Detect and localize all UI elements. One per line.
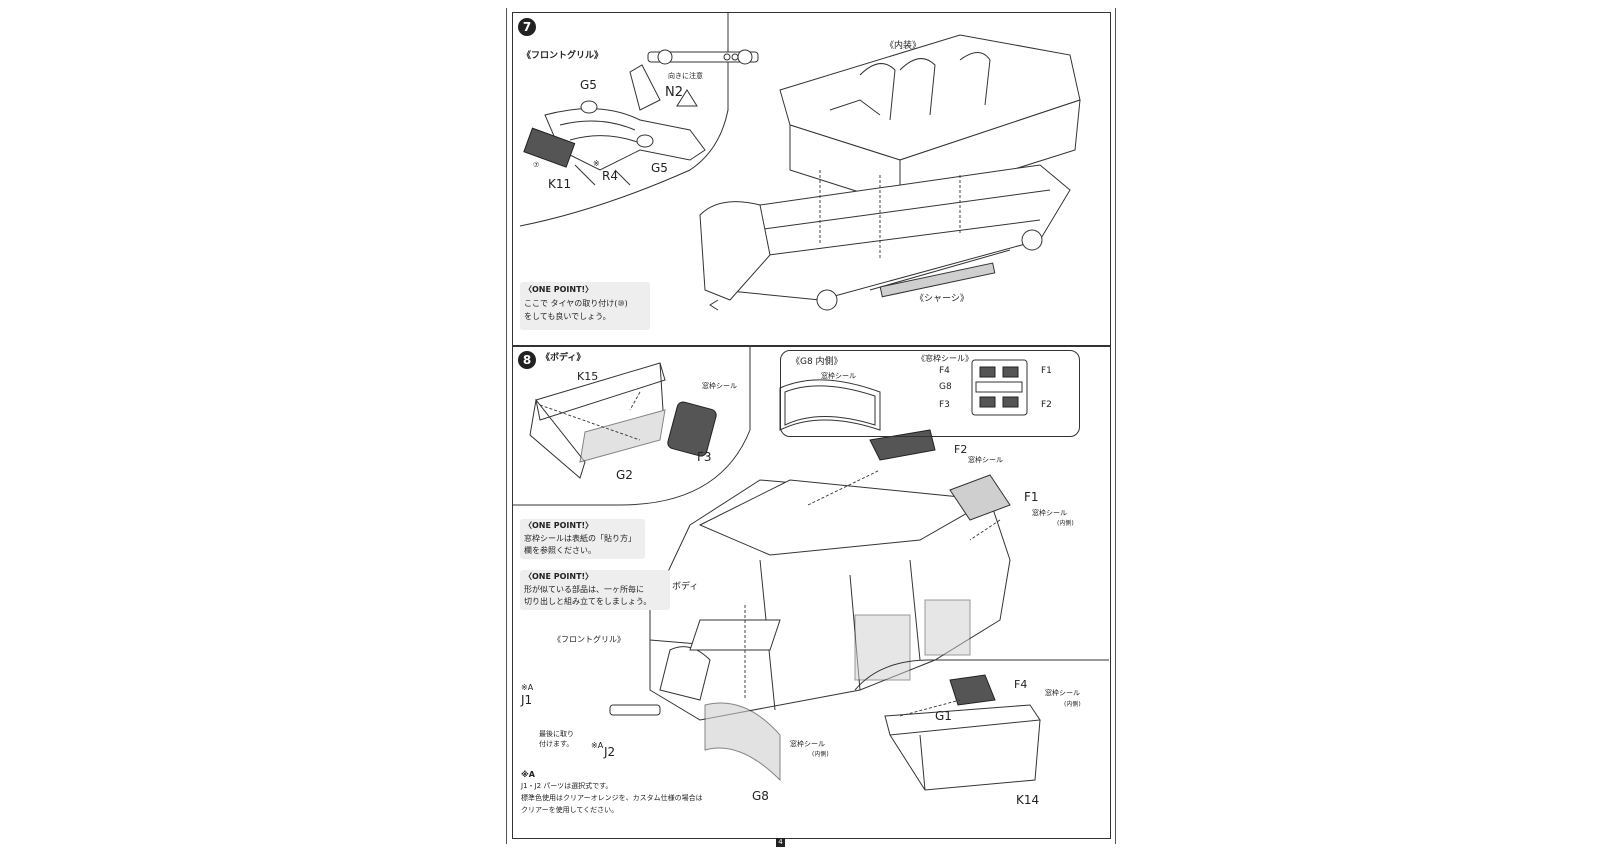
label-j2-mark: ※A [591, 741, 604, 750]
interior-title: 《内装》 [885, 41, 922, 51]
g8-inset-windshield [779, 379, 881, 431]
front-grille-title: 《フロントグリル》 [522, 51, 604, 61]
seal-label: 窓枠シール [1032, 509, 1067, 517]
page-number: 4 [776, 838, 785, 847]
last-attach-note: 最後に取り [539, 730, 574, 738]
g8-inner-title: 《G8 内側》 [791, 357, 843, 367]
caution-triangle [676, 89, 698, 107]
j2-part [609, 704, 661, 716]
footnote-line: J1・J2 パーツは選択式です。 [521, 782, 613, 790]
one-point-line: 切り出しと組み立てをしましょう。 [524, 597, 652, 606]
inner-note: (内側) [812, 751, 829, 758]
label-n2: N2 [665, 85, 683, 100]
caution-note: 向きに注意 [668, 72, 703, 80]
body-title: 《ボディ》 [541, 353, 586, 363]
label-f4: F4 [1014, 678, 1028, 691]
label-f3: F3 [697, 450, 712, 464]
front-grille-label: 《フロントグリル》 [553, 635, 625, 644]
step8-divider-lower [854, 659, 1109, 691]
label-g1: G1 [935, 709, 952, 723]
footnote-line: クリアーを使用してください。 [521, 806, 619, 814]
inner-note: (内側) [1057, 520, 1074, 527]
window-seal-title: 《窓枠シール》 [917, 354, 973, 363]
footnote-mark: ※A [521, 770, 535, 779]
inset-f3: F3 [939, 400, 950, 410]
label-g5: G5 [651, 161, 668, 175]
one-point-line: ここで タイヤの取り付け(⑩) [524, 299, 628, 308]
seal-label: 窓枠シール [702, 382, 737, 390]
step8-divider-upper [512, 346, 751, 506]
inset-seal-label: 窓枠シール [821, 372, 856, 380]
footnote-line: 標準色使用はクリアーオレンジを、カスタム仕様の場合は [521, 794, 703, 802]
seal-label: 窓枠シール [1045, 689, 1080, 697]
step-number: 8 [518, 351, 536, 369]
one-point-title: 〈ONE POINT!〉 [524, 521, 594, 530]
inset-f1: F1 [1041, 366, 1052, 376]
label-g8: G8 [752, 789, 769, 803]
one-point-line: 形が似ている部品は、一ヶ所毎に [524, 585, 644, 594]
grille-bar-part [647, 49, 759, 65]
label-j1: J1 [521, 693, 533, 707]
one-point-box: 〈ONE POINT!〉 ここで タイヤの取り付け(⑩) をしても良いでしょう。 [520, 282, 650, 330]
label-r4-mark: ※ [593, 159, 600, 168]
seal-inset-shapes [971, 359, 1028, 416]
label-k15: K15 [577, 370, 599, 383]
k15-frame [529, 362, 666, 479]
g8-windshield [704, 702, 781, 782]
chassis-title: 《シャーシ》 [915, 294, 969, 304]
body-label: ボディ [672, 582, 699, 592]
f4-part [949, 674, 996, 706]
window-seal-inset: 《G8 内側》 窓枠シール 《窓枠シール》 F4 F1 G8 F3 F2 [780, 350, 1080, 437]
one-point-box: 〈ONE POINT!〉 形が似ている部品は、一ヶ所毎に 切り出しと組み立てをし… [520, 570, 670, 610]
step7-divider [519, 12, 729, 227]
front-grille-assembly [523, 64, 706, 186]
step-number: 7 [518, 18, 536, 36]
chassis-frame [699, 164, 1071, 311]
label-j1-mark: ※A [521, 683, 534, 692]
label-f1: F1 [1024, 490, 1039, 504]
label-f2: F2 [954, 443, 968, 456]
label-j2: J2 [604, 745, 616, 759]
inset-g8: G8 [939, 382, 952, 392]
f3-part [667, 401, 717, 457]
label-g2: G2 [616, 468, 633, 482]
inset-f4: F4 [939, 366, 950, 376]
one-point-line: をしても良いでしょう。 [524, 312, 611, 321]
step7-arrows [819, 170, 961, 260]
one-point-line: 欄を参照ください。 [524, 546, 596, 555]
last-attach-note: 付けます。 [539, 740, 574, 748]
label-k14: K14 [1016, 793, 1040, 807]
one-point-title: 〈ONE POINT!〉 [524, 285, 594, 294]
one-point-title: 〈ONE POINT!〉 [524, 572, 594, 581]
step-8-panel [512, 346, 1111, 839]
inset-f2: F2 [1041, 400, 1052, 410]
label-k11-mark: ⑦ [533, 161, 540, 169]
one-point-box: 〈ONE POINT!〉 窓枠シールは表紙の「貼り方」 欄を参照ください。 [520, 519, 645, 559]
label-k11: K11 [548, 177, 572, 191]
k14-frame [884, 674, 1041, 791]
seal-label: 窓枠シール [790, 740, 825, 748]
f1-part [949, 474, 1011, 521]
seal-label: 窓枠シール [968, 456, 1003, 464]
step8-arrows [539, 391, 1001, 717]
inner-note: (内側) [1064, 701, 1081, 708]
one-point-line: 窓枠シールは表紙の「貼り方」 [524, 534, 636, 543]
front-grille-body [689, 619, 781, 651]
label-g5: G5 [580, 78, 597, 92]
direction-arrow [709, 299, 719, 311]
label-r4: R4 [602, 169, 618, 183]
instruction-sheet [506, 8, 1116, 844]
f2-part [869, 429, 936, 461]
